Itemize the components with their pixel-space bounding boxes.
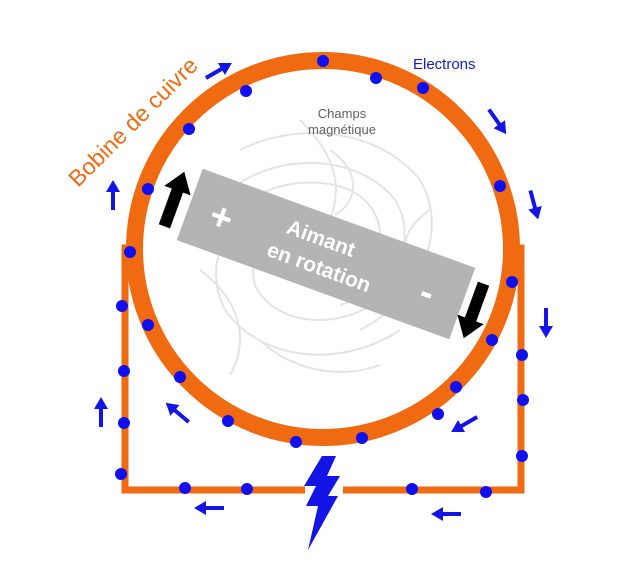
wire-right: [343, 244, 525, 494]
arrow-icon: [194, 501, 224, 515]
electron-flow-arrows: [94, 62, 553, 521]
electron-dot: [290, 436, 302, 448]
electron-dot: [183, 123, 195, 135]
arrow-icon: [165, 402, 191, 424]
arrow-icon: [539, 308, 553, 338]
arrow-icon: [451, 415, 479, 433]
electron-dot: [486, 334, 498, 346]
magnet-bar: [176, 168, 476, 340]
field-label-line2: magnétique: [308, 122, 376, 137]
field-label-line1: Champs: [318, 106, 367, 121]
electron-dot: [142, 183, 154, 195]
arrow-icon: [528, 189, 542, 220]
electron-dot: [516, 349, 528, 361]
electron-dot: [241, 483, 253, 495]
polarity-arrow-up: [158, 171, 191, 229]
electron-dot: [517, 394, 529, 406]
electron-dot: [116, 300, 128, 312]
arrow-icon: [204, 62, 232, 80]
electron-dot: [417, 82, 429, 94]
arrow-icon: [94, 397, 108, 427]
electrons: [115, 55, 529, 498]
electron-dot: [118, 365, 130, 377]
electron-dot: [480, 486, 492, 498]
electron-dot: [118, 417, 130, 429]
electron-dot: [179, 482, 191, 494]
electron-dot: [356, 432, 368, 444]
electron-dot: [240, 85, 252, 97]
electron-dot: [516, 450, 528, 462]
lightning-bolt-icon: [304, 456, 340, 550]
electron-dot: [432, 408, 444, 420]
arrow-icon: [431, 507, 461, 521]
electron-dot: [174, 371, 186, 383]
electron-dot: [406, 483, 418, 495]
arrow-icon: [106, 180, 120, 210]
electron-dot: [317, 55, 329, 67]
polarity-arrow-down: [457, 281, 490, 339]
rotating-magnet: + - Aimant en rotation: [176, 168, 476, 340]
electron-dot: [115, 468, 127, 480]
electron-dot: [370, 72, 382, 84]
arrow-icon: [487, 108, 507, 135]
electron-dot: [450, 381, 462, 393]
electron-dot: [506, 276, 518, 288]
electron-dot: [124, 246, 136, 258]
electron-dot: [494, 180, 506, 192]
electrons-label: Electrons: [413, 56, 476, 73]
electron-dot: [222, 415, 234, 427]
electron-dot: [142, 319, 154, 331]
